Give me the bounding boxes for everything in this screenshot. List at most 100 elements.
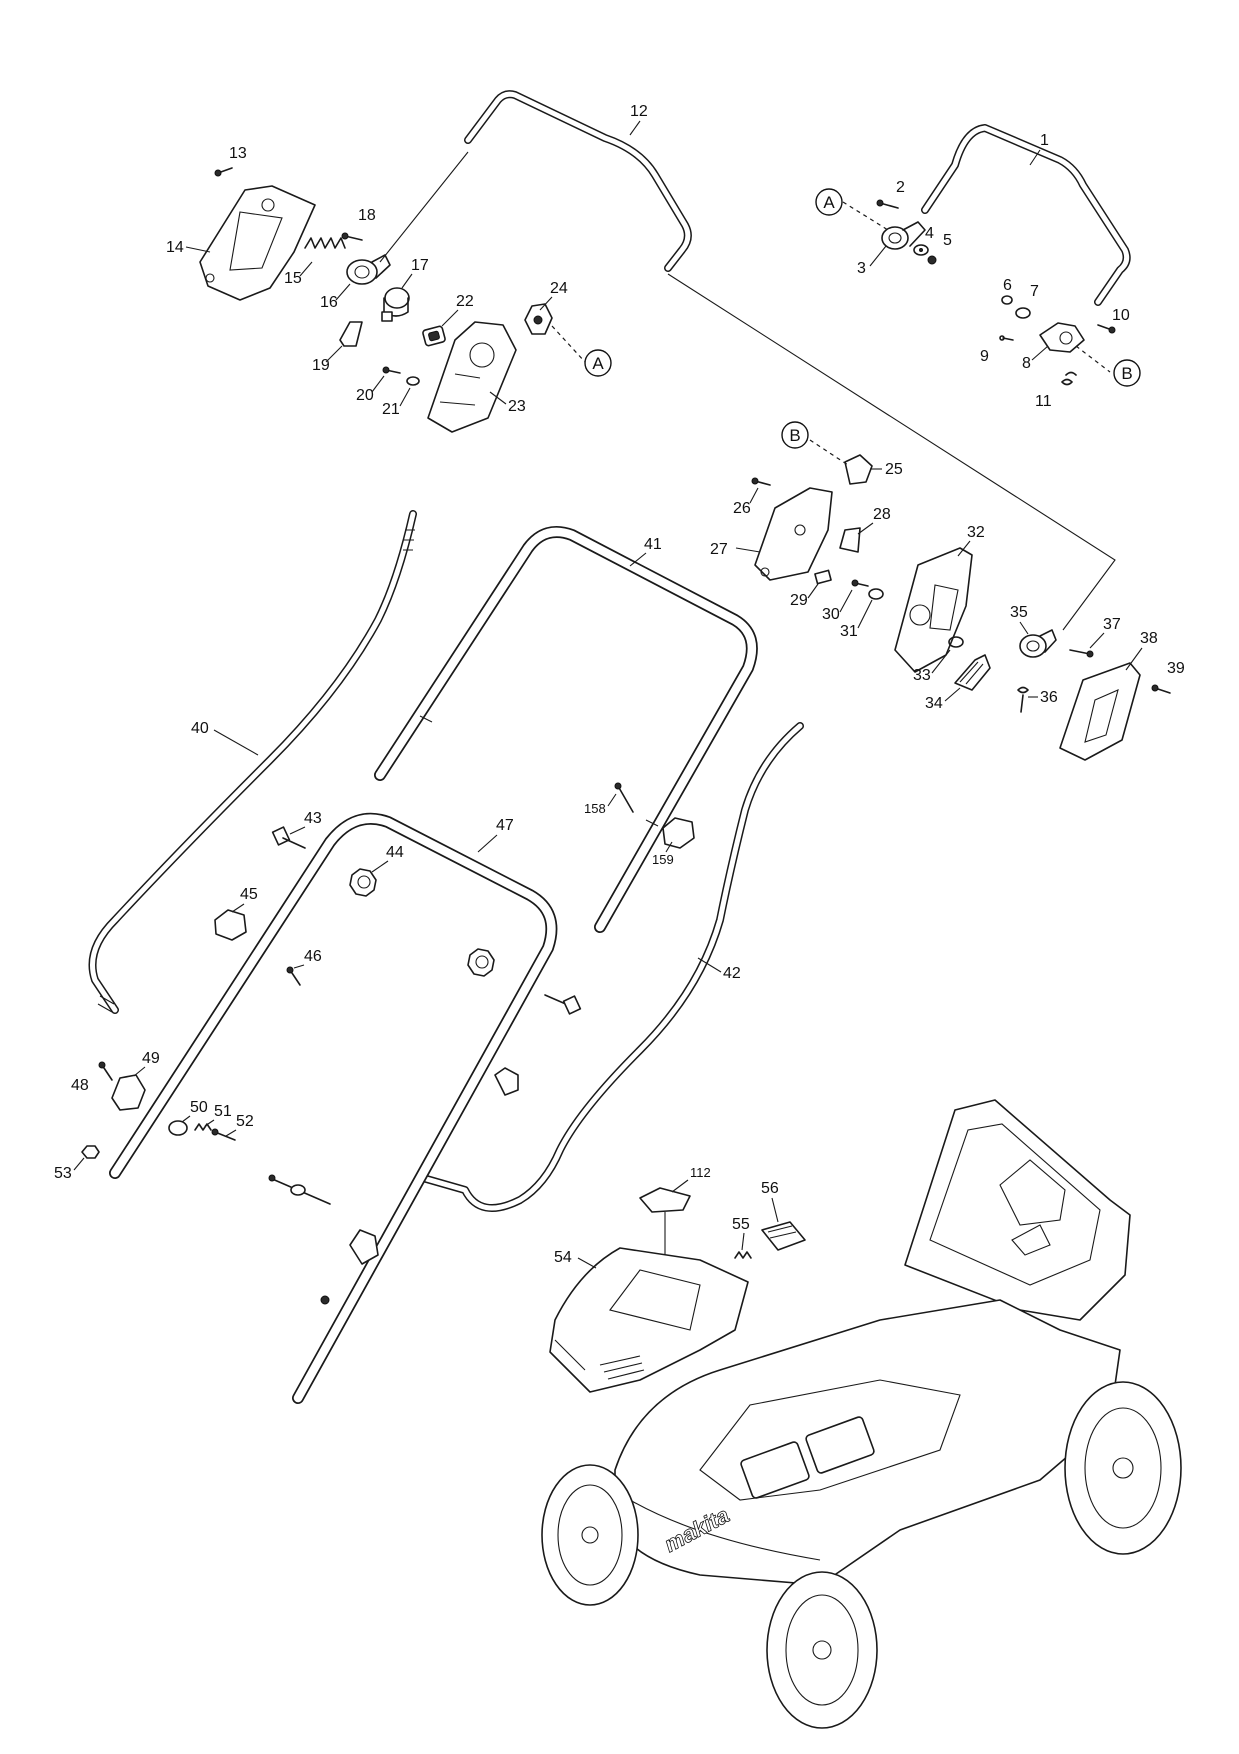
- spring-part-51: [194, 1123, 212, 1131]
- knob-part-24: [524, 303, 553, 335]
- upper-handle-bar-part-12: [464, 90, 692, 272]
- callout-29: 29: [790, 592, 808, 609]
- pin-part-9: [999, 335, 1014, 341]
- clip-part-45: [214, 909, 247, 941]
- callout-24: 24: [550, 280, 568, 297]
- callout-20: 20: [356, 387, 374, 404]
- knob-part-44: [349, 868, 377, 897]
- bracket-part-27: [754, 487, 833, 581]
- callout-42: 42: [723, 965, 741, 982]
- spring-part-36: [1017, 686, 1029, 713]
- spacer-part-50: [168, 1120, 188, 1136]
- bolt-part-43: [271, 826, 306, 849]
- callout-12: 12: [630, 103, 648, 120]
- callout-3: 3: [857, 260, 866, 277]
- callout-27: 27: [710, 541, 728, 558]
- main-housing-part-32: [894, 547, 973, 673]
- callout-44: 44: [386, 844, 404, 861]
- callout-18: 18: [358, 207, 376, 224]
- callout-4: 4: [925, 225, 934, 242]
- callout-43: 43: [304, 810, 322, 827]
- pivot-bracket-part-3: [881, 221, 926, 250]
- callout-38: 38: [1140, 630, 1158, 647]
- callout-35: 35: [1010, 604, 1028, 621]
- callout-21: 21: [382, 401, 400, 418]
- upper-handle-part-41: [374, 526, 758, 933]
- callout-53: 53: [54, 1165, 72, 1182]
- ref-marker-a-top: A: [815, 188, 843, 216]
- washer-part-6: [1001, 295, 1013, 305]
- screw-part-13: [214, 167, 233, 177]
- callout-16: 16: [320, 294, 338, 311]
- callout-22: 22: [456, 293, 474, 310]
- label-part-112: [639, 1187, 691, 1213]
- callout-112: 112: [690, 1165, 711, 1180]
- svg-text:B: B: [789, 426, 800, 445]
- callout-159: 159: [652, 852, 674, 867]
- bolt-second: [544, 994, 582, 1015]
- handle-grip-part-34: [954, 654, 991, 691]
- screw-part-2: [876, 199, 899, 209]
- side-cover-part-38: [1059, 662, 1141, 761]
- callout-55: 55: [732, 1216, 750, 1233]
- callout-26: 26: [733, 500, 751, 517]
- callout-40: 40: [191, 720, 209, 737]
- ref-marker-a-left: A: [584, 349, 612, 377]
- screw-part-46: [286, 966, 301, 986]
- callout-9: 9: [980, 348, 989, 365]
- bracket-part-49: [111, 1074, 146, 1111]
- clamp-part-16: [346, 254, 391, 285]
- latch-part-56: [761, 1221, 806, 1251]
- clip-part-29: [814, 569, 832, 585]
- handle-lever-part-1: [921, 124, 1131, 306]
- callout-17: 17: [411, 257, 429, 274]
- washer-part-31: [868, 588, 884, 600]
- callout-30: 30: [822, 606, 840, 623]
- callout-41: 41: [644, 536, 662, 553]
- callout-34: 34: [925, 695, 943, 712]
- screw-part-18: [341, 232, 363, 241]
- callout-19: 19: [312, 357, 330, 374]
- callout-48: 48: [71, 1077, 89, 1094]
- washer-part-7: [1015, 307, 1031, 319]
- screw-part-39: [1151, 684, 1171, 694]
- callout-15: 15: [284, 270, 302, 287]
- callout-23: 23: [508, 398, 526, 415]
- callout-25: 25: [885, 461, 903, 478]
- knob-part-159: [662, 817, 695, 849]
- callout-7: 7: [1030, 283, 1039, 300]
- screw-part-37: [1069, 649, 1094, 658]
- nut-part-5: [927, 255, 937, 265]
- wheel-rear-right: [1064, 1381, 1182, 1555]
- screw-part-48: [98, 1061, 113, 1081]
- bolt-assembly-lower: [268, 1067, 519, 1305]
- nut-part-53: [81, 1145, 100, 1159]
- svg-text:B: B: [1121, 364, 1132, 383]
- callout-8: 8: [1022, 355, 1031, 372]
- callout-28: 28: [873, 506, 891, 523]
- cap-part-25: [844, 454, 873, 485]
- callout-54: 54: [554, 1249, 572, 1266]
- clip-part-19: [339, 321, 363, 347]
- callout-13: 13: [229, 145, 247, 162]
- cam-part-17: [381, 287, 410, 322]
- washer-part-21: [406, 376, 420, 386]
- ref-marker-b-middle: B: [781, 421, 809, 449]
- callout-46: 46: [304, 948, 322, 965]
- o-ring-part-33: [948, 636, 964, 648]
- callout-33: 33: [913, 667, 931, 684]
- callout-51: 51: [214, 1103, 232, 1120]
- callout-158: 158: [584, 801, 606, 816]
- svg-text:A: A: [592, 354, 604, 373]
- screw-part-158: [614, 782, 634, 813]
- callout-31: 31: [840, 623, 858, 640]
- cable-part-42: [419, 722, 804, 1212]
- screw-part-20: [382, 366, 401, 374]
- spring-part-15: [304, 237, 346, 249]
- screw-part-10: [1097, 324, 1116, 334]
- callout-6: 6: [1003, 277, 1012, 294]
- callout-10: 10: [1112, 307, 1130, 324]
- callout-52: 52: [236, 1113, 254, 1130]
- wheel-front-left: [541, 1464, 639, 1606]
- callout-39: 39: [1167, 660, 1185, 677]
